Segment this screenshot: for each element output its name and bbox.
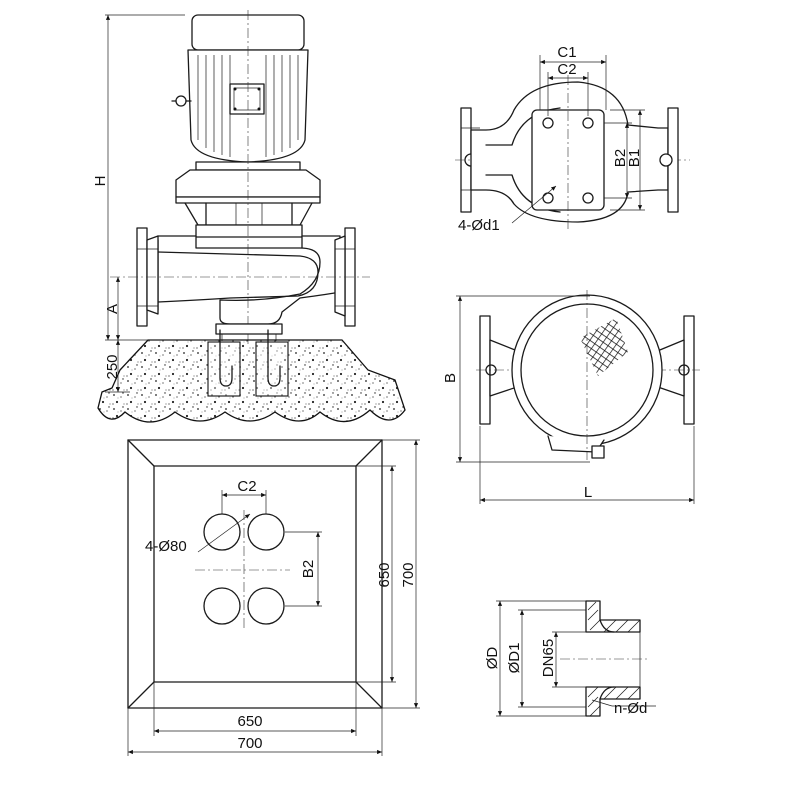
dim-c2-top-label: C2 bbox=[557, 61, 576, 78]
dim-b-label: B bbox=[442, 373, 459, 383]
dim-700-bottom-label: 700 bbox=[237, 735, 262, 752]
pump-elevation bbox=[110, 10, 370, 345]
flange-detail bbox=[496, 600, 656, 717]
concrete-foundation bbox=[97, 329, 406, 423]
dim-dn65-label: DN65 bbox=[540, 639, 557, 677]
dim-b2-top-label: B2 bbox=[612, 149, 629, 167]
dim-b1-label: B1 bbox=[626, 149, 643, 167]
dim-d1-label: ØD1 bbox=[506, 643, 523, 674]
dim-700-right-label: 700 bbox=[400, 562, 417, 587]
foundation-plan bbox=[127, 439, 420, 756]
dim-650-right-label: 650 bbox=[376, 562, 393, 587]
pump-section-view bbox=[456, 290, 700, 504]
bolt-holes-d1-label: 4-Ød1 bbox=[458, 217, 500, 234]
dim-c1-label: C1 bbox=[557, 44, 576, 61]
dim-c2-base-label: C2 bbox=[237, 478, 256, 495]
elevation-dimensions bbox=[105, 14, 215, 393]
dim-a-label: A bbox=[104, 304, 121, 314]
holes-80-label: 4-Ø80 bbox=[145, 538, 187, 555]
dim-d-label: ØD bbox=[484, 647, 501, 670]
dim-l-label: L bbox=[584, 484, 592, 501]
dim-h-label: H bbox=[92, 176, 109, 187]
dim-250-label: 250 bbox=[104, 354, 121, 379]
dim-650-bottom-label: 650 bbox=[237, 713, 262, 730]
dim-b2-base-label: B2 bbox=[300, 560, 317, 578]
flange-holes-label: n-Ød bbox=[614, 700, 647, 717]
pump-top-view bbox=[455, 55, 690, 230]
